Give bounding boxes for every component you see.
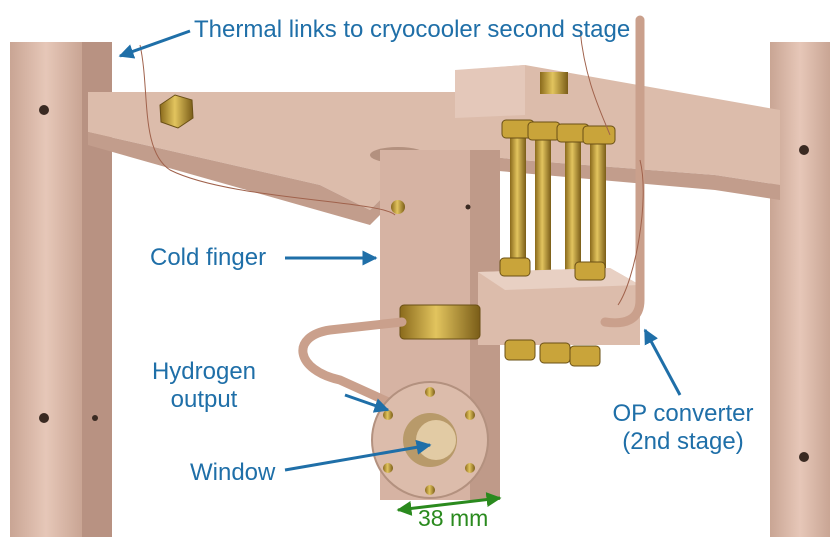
hydrogen-output-line1: Hydrogen xyxy=(151,358,257,385)
plate-bolt xyxy=(159,72,568,129)
output-fitting xyxy=(399,304,481,340)
cold-finger-label: Cold finger xyxy=(150,244,267,271)
hydrogen-output-line2: output xyxy=(170,385,238,413)
window-label: Window xyxy=(190,459,276,486)
window-flange xyxy=(371,381,489,499)
op-converter-line2: (2nd stage) xyxy=(622,427,744,455)
threaded-rods xyxy=(501,119,616,276)
annotation-arrows xyxy=(118,29,682,516)
thermal-links-label: Thermal links to cryocooler second stage xyxy=(194,16,631,43)
hydrogen-tubes xyxy=(298,15,645,410)
dimension-label: 38 mm xyxy=(418,505,489,531)
hydrogen-output-label: Hydrogen output xyxy=(138,358,270,413)
op-converter-label: OP converter (2nd stage) xyxy=(596,400,770,455)
op-converter-line1: OP converter xyxy=(612,400,754,427)
op-converter-block xyxy=(478,257,640,367)
thermal-link-wires xyxy=(139,29,644,306)
